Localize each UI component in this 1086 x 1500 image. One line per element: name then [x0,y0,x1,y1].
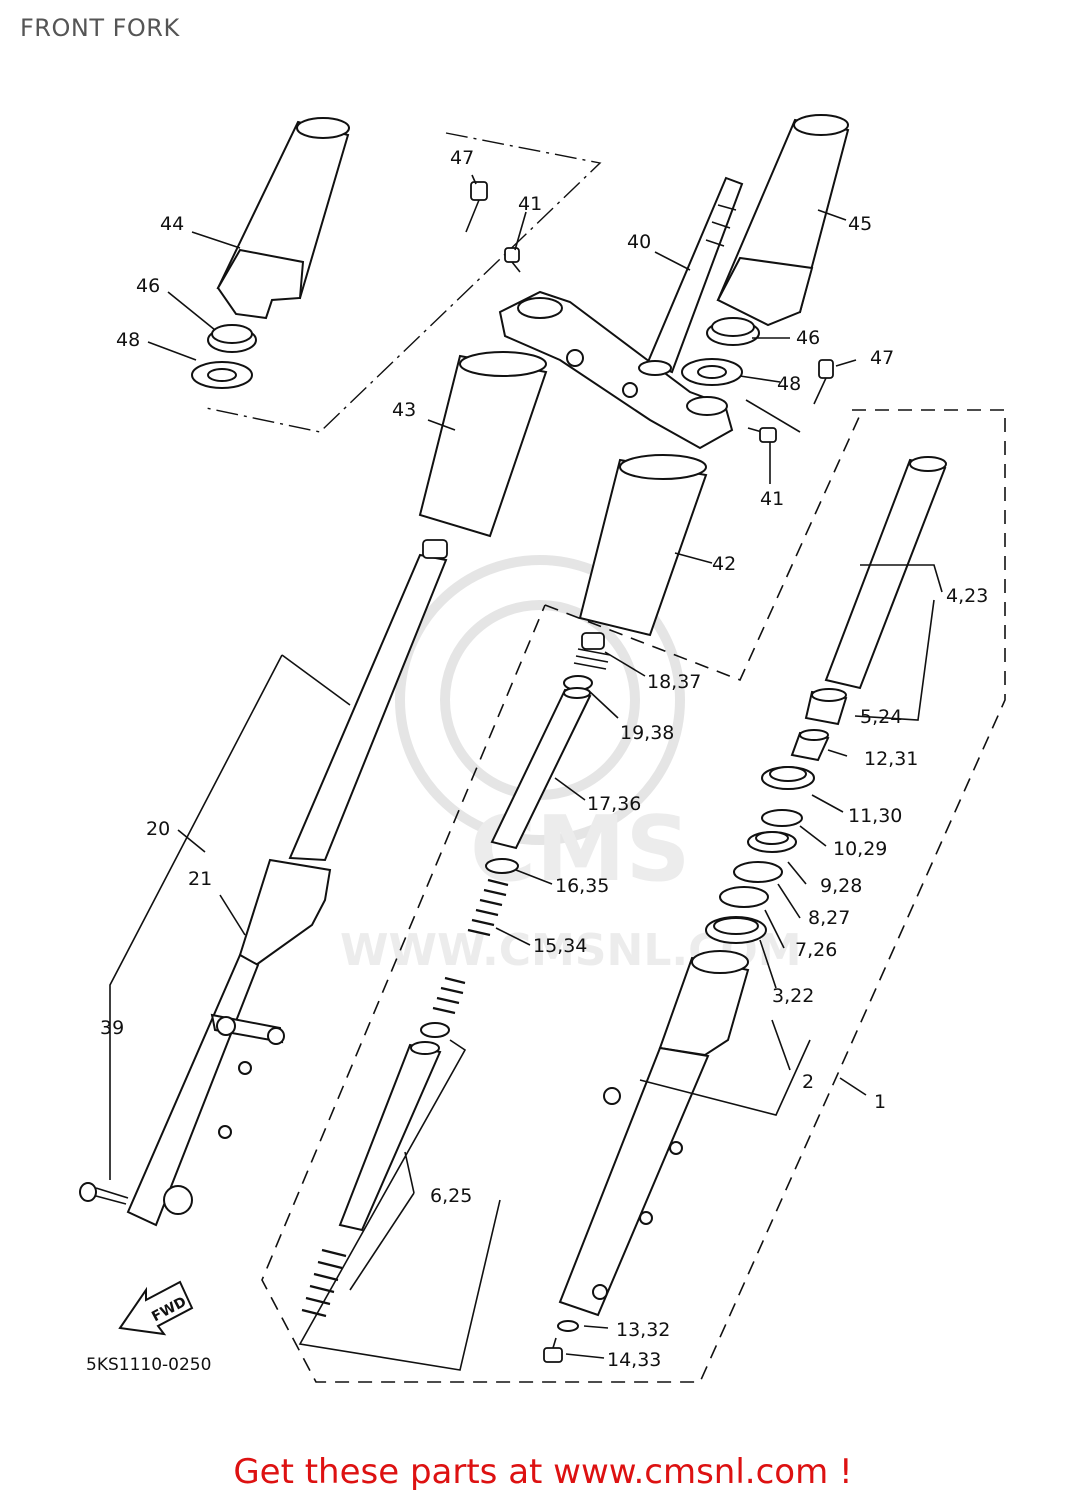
washer-16-35 [485,858,519,874]
callout-16-35: 16,35 [555,875,609,897]
circlip-10-29 [761,809,803,827]
callout-14-33: 14,33 [607,1349,661,1371]
callout-43: 43 [392,399,416,421]
callout-11-30: 11,30 [848,805,902,827]
bolt-41-bottom [747,427,777,443]
callout-2: 2 [802,1071,814,1093]
assembly-boundary-damper [544,414,861,682]
under-bracket-40 [498,176,744,450]
callout-46-right: 46 [796,327,820,349]
callout-40: 40 [627,231,651,253]
washer-48-left [191,361,253,389]
callout-9-28: 9,28 [820,875,862,897]
bolt-14-33 [543,1337,563,1363]
callout-12-31: 12,31 [864,748,918,770]
callout-19-38: 19,38 [620,722,674,744]
callout-41-bottom: 41 [760,488,784,510]
callout-48-right: 48 [777,373,801,395]
callout-42: 42 [712,553,736,575]
rebound-rod-6-25 [338,1041,442,1232]
callout-39: 39 [100,1017,124,1039]
fork-cover-44 [216,117,350,320]
rebound-spring [301,1248,347,1318]
bolt-39 [79,1182,129,1205]
callout-15-34: 15,34 [533,935,587,957]
nut-46-right [706,317,760,346]
bushing-7-26 [719,886,769,908]
callout-4-23: 4,23 [946,585,988,607]
callout-44: 44 [160,213,184,235]
washer-48-right [681,358,743,386]
damper-cap-18-37 [573,632,611,670]
bolt-41-top [504,247,521,273]
callout-5-24: 5,24 [860,706,902,728]
diagram-code: 5KS1110-0250 [86,1355,211,1375]
fork-cover-45 [716,114,850,327]
callout-48-left: 48 [116,329,140,351]
fwd-arrow: FWD [118,1280,194,1336]
bushing-12-31 [790,729,830,762]
callout-7-26: 7,26 [795,939,837,961]
footer-link[interactable]: Get these parts at www.cmsnl.com ! [233,1452,853,1492]
inner-tube-42 [578,454,708,637]
page-title: FRONT FORK [20,14,180,42]
dust-seal-11-30 [761,766,815,790]
callout-45: 45 [848,213,872,235]
callout-21: 21 [188,868,212,890]
washer-8-27 [733,861,783,883]
callout-3-22: 3,22 [772,985,814,1007]
leader-lines [109,174,943,1371]
callout-47-right: 47 [870,347,894,369]
outer-tube-right-2 [558,950,750,1317]
oil-seal-9-28 [747,831,797,853]
bolt-47-right [813,359,834,405]
callout-20: 20 [146,818,170,840]
assembly-boundary-upper [205,132,602,433]
bushing-5-24 [804,688,848,726]
inner-tube-43 [418,351,548,538]
nut-46-left [207,324,257,353]
washer-13-32 [557,1320,579,1332]
callout-10-29: 10,29 [833,838,887,860]
bolt-47-left [465,181,488,233]
fork-outer-tube-left-20 [126,539,448,1227]
spring-15-34 [432,878,509,1015]
damper-rod-17-36 [490,687,592,850]
inner-tube-4-23 [824,456,947,690]
callout-17-36: 17,36 [587,793,641,815]
callout-47-left: 47 [450,147,474,169]
callout-6-25: 6,25 [430,1185,472,1207]
callout-46-left: 46 [136,275,160,297]
assembly-boundary-fork-1 [261,409,1006,1383]
callout-18-37: 18,37 [647,671,701,693]
callout-13-32: 13,32 [616,1319,670,1341]
callout-1: 1 [874,1091,886,1113]
clip-6-25 [420,1022,450,1038]
seal-3-22 [705,916,767,944]
callout-41-top: 41 [518,193,542,215]
callout-8-27: 8,27 [808,907,850,929]
